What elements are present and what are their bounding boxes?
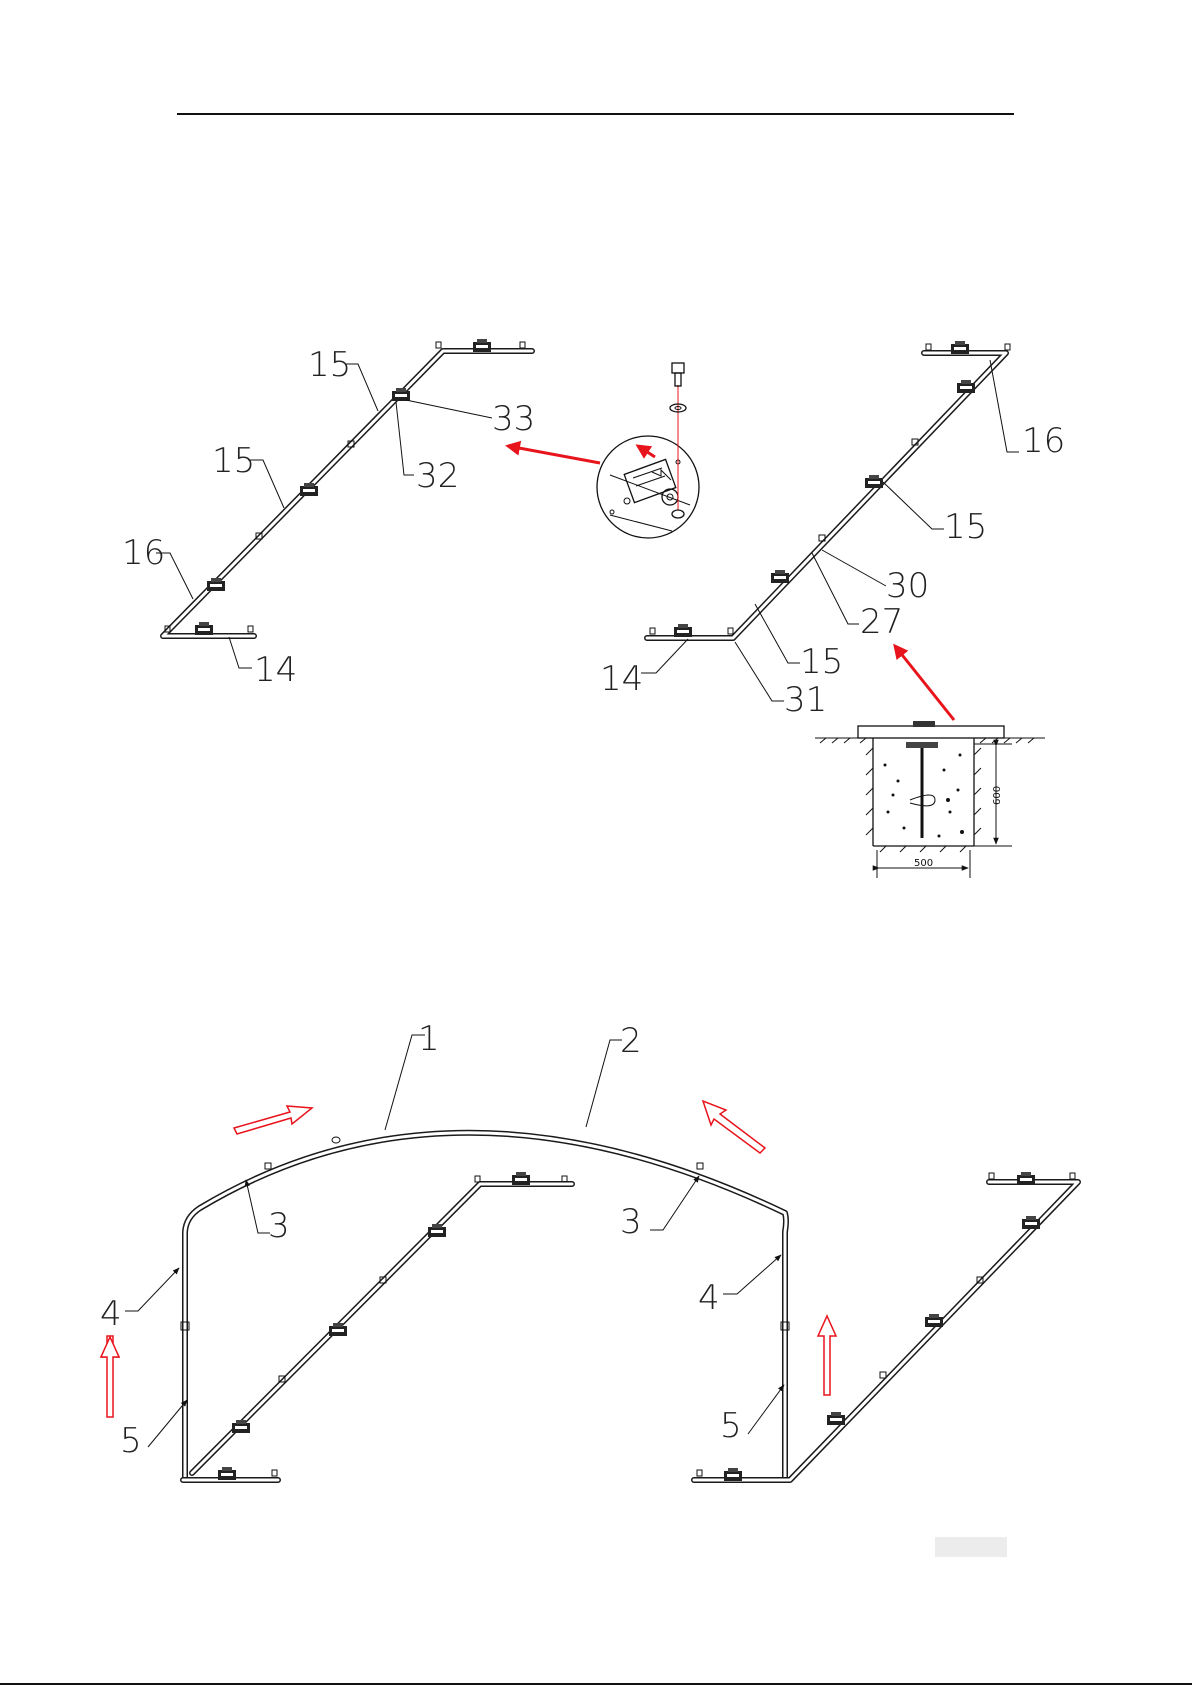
arch-leaders — [125, 1035, 784, 1447]
callout-14-right: 14 — [600, 659, 643, 699]
motion-arrow-arch-right — [703, 1101, 765, 1153]
callout-33: 33 — [492, 399, 535, 439]
clamp-detail-bubble — [597, 363, 699, 538]
callout-5-right: 5 — [720, 1406, 742, 1446]
callout-3-right: 3 — [620, 1202, 642, 1242]
detail-callout-arrow — [508, 446, 600, 463]
arch-motion-arrows — [101, 1101, 836, 1417]
callout-16-left: 16 — [122, 533, 165, 573]
callout-32: 32 — [416, 456, 459, 496]
callout-15-lower-left: 15 — [212, 441, 255, 481]
callout-15-upper-right: 15 — [944, 507, 987, 547]
foundation-callout-arrow — [895, 646, 954, 720]
callout-4-right: 4 — [698, 1278, 720, 1318]
callout-1: 1 — [418, 1019, 440, 1059]
motion-arrow-arch-left — [234, 1106, 312, 1134]
arch-left-base-rail — [183, 1172, 572, 1480]
callout-2: 2 — [620, 1021, 642, 1061]
callout-16-right: 16 — [1022, 421, 1065, 461]
arch-right-base-rail — [694, 1172, 1078, 1481]
dimension-depth: 600 — [992, 786, 1003, 805]
right-base-rail — [647, 341, 1010, 638]
dimension-width: 500 — [914, 858, 933, 869]
callout-15-upper-left: 15 — [308, 345, 351, 385]
callout-30: 30 — [886, 566, 929, 606]
callout-5-left: 5 — [120, 1421, 142, 1461]
page-number-placeholder — [935, 1537, 1007, 1557]
callout-15-lower-right: 15 — [800, 642, 843, 682]
motion-arrow-up-right — [818, 1316, 836, 1395]
callout-3-left: 3 — [268, 1206, 290, 1246]
foundation-detail: 600 500 — [815, 721, 1045, 878]
callout-31: 31 — [784, 680, 827, 720]
callout-27: 27 — [860, 602, 903, 642]
callout-4-left: 4 — [100, 1294, 122, 1334]
callout-14-left: 14 — [254, 650, 297, 690]
